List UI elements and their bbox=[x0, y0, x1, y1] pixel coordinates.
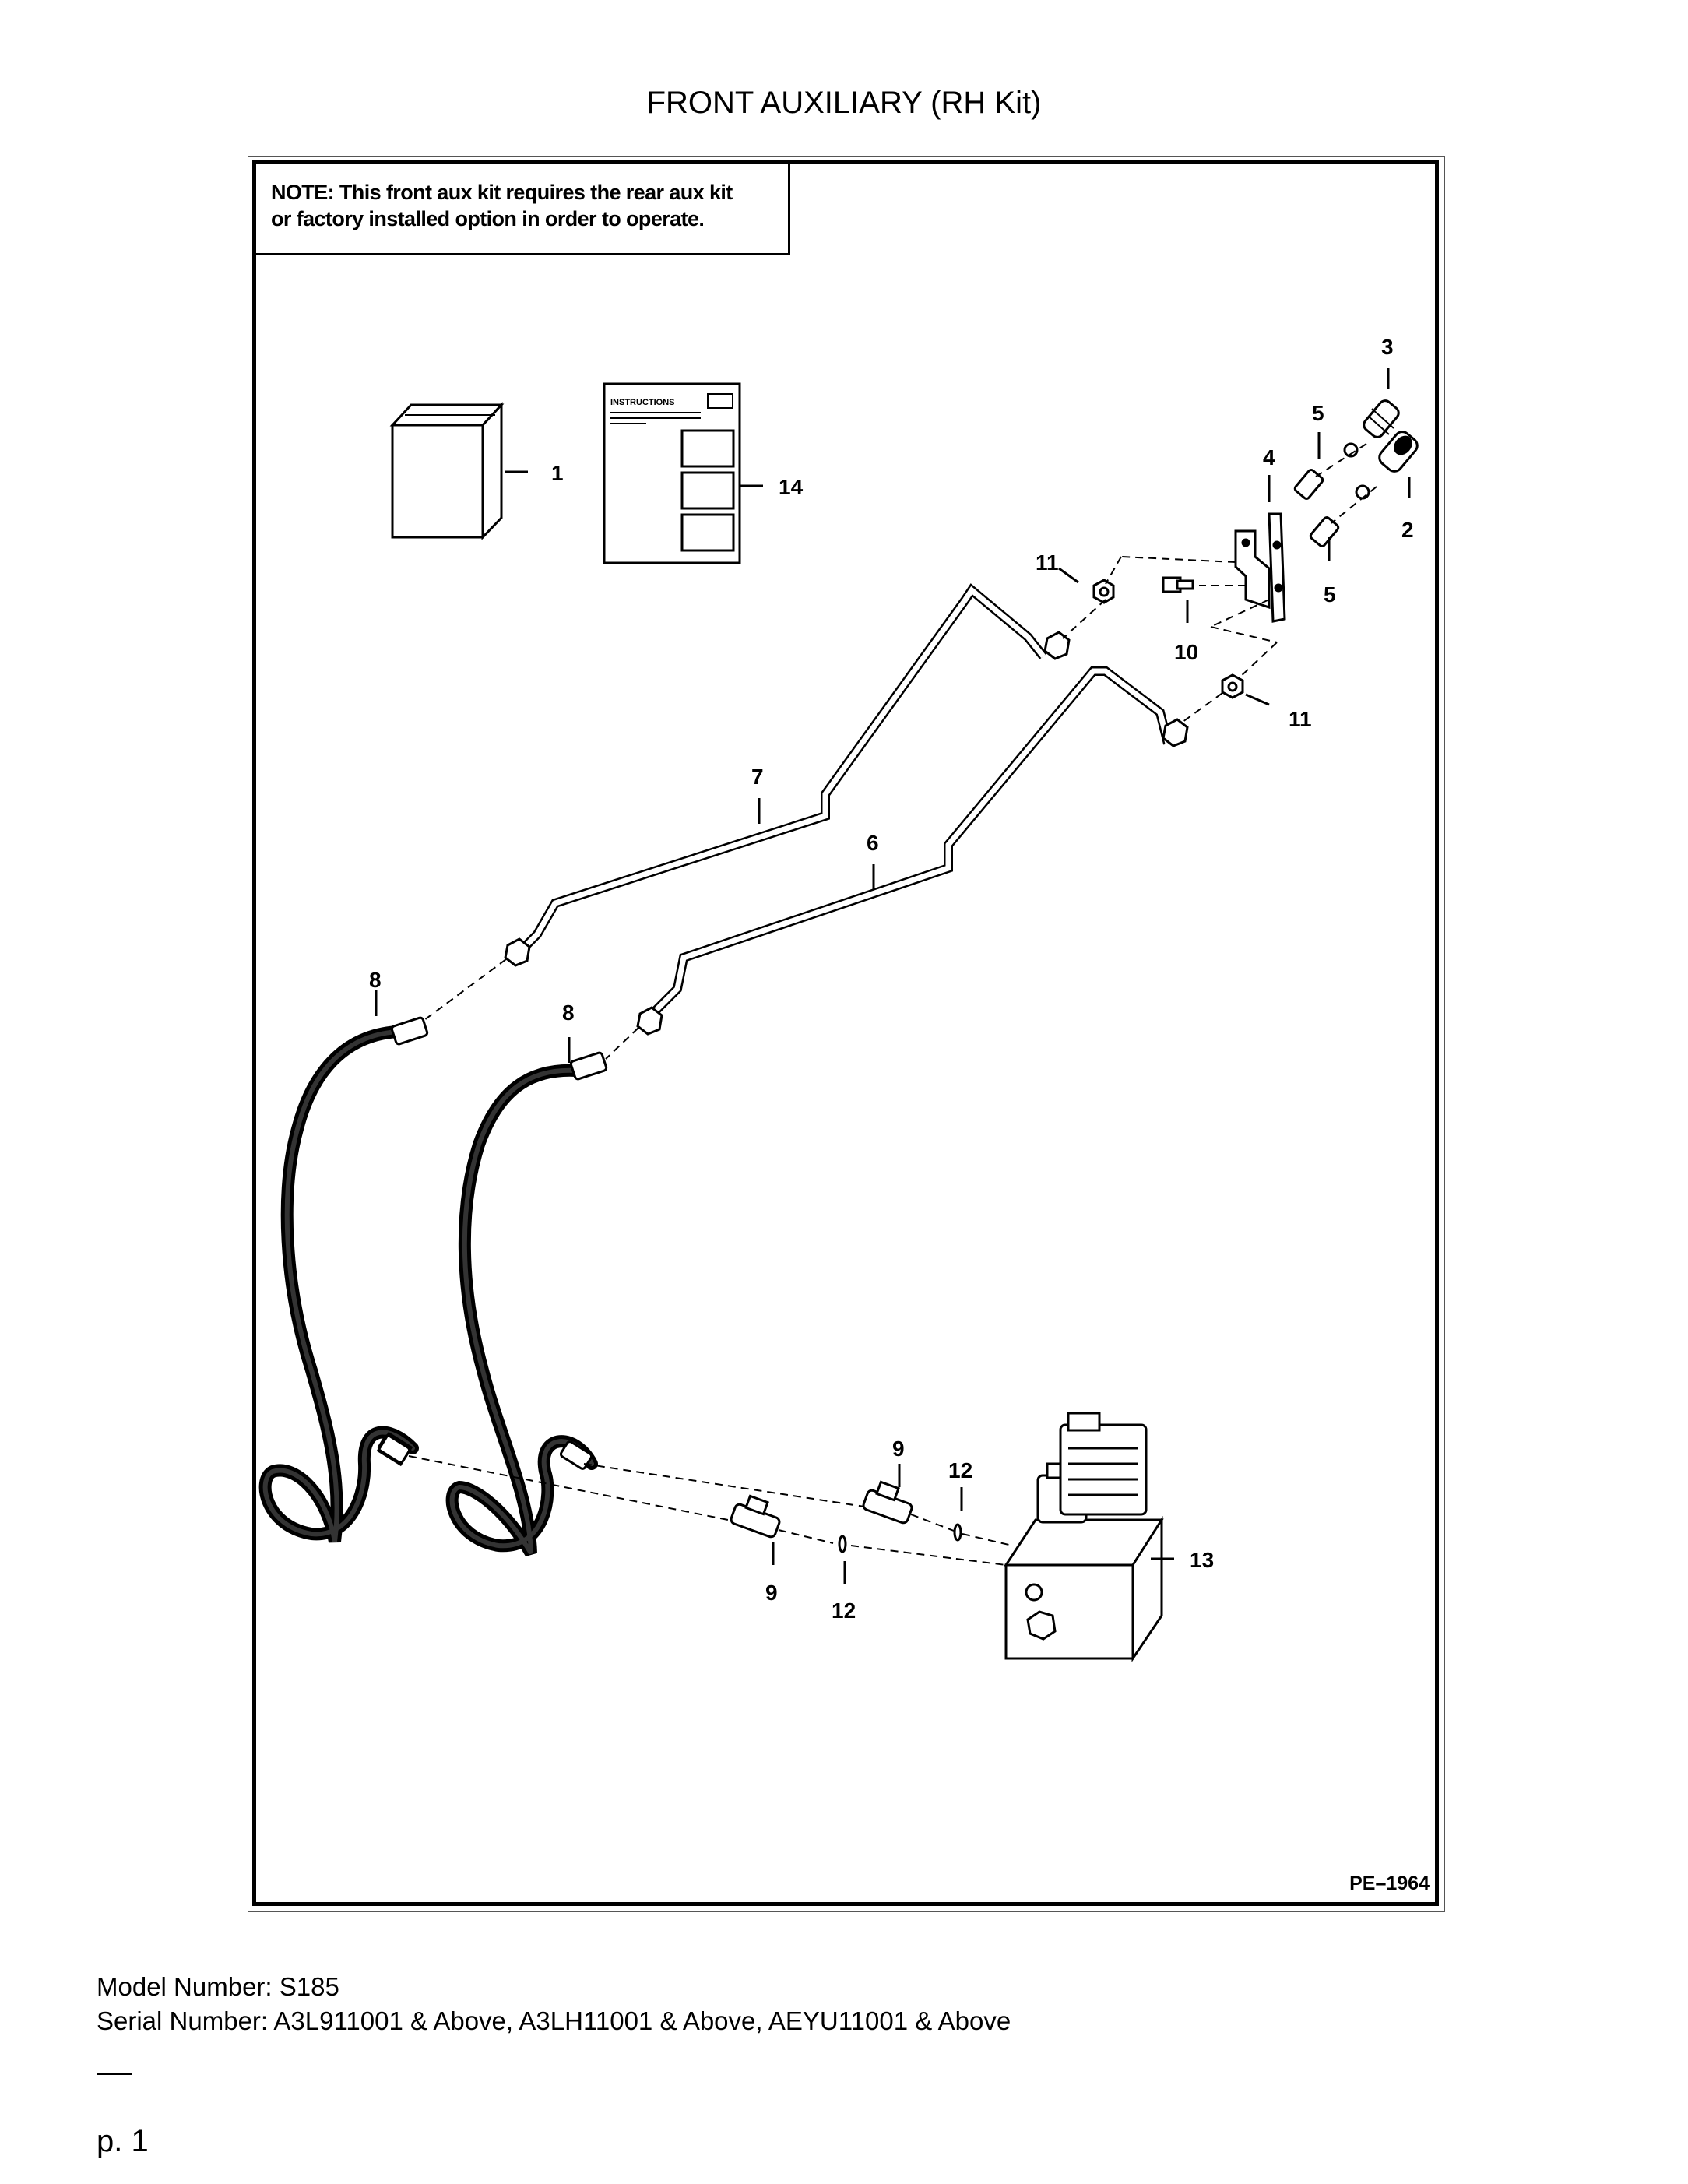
assembly-dash-lines bbox=[408, 443, 1377, 1566]
fitting-9-upper bbox=[862, 1480, 913, 1525]
hydraulic-hose-8-left bbox=[258, 1025, 419, 1543]
callout-1: 1 bbox=[551, 461, 564, 485]
callout-10: 10 bbox=[1174, 640, 1198, 664]
serial-number: Serial Number: A3L911001 & Above, A3LH11… bbox=[97, 2006, 1011, 2035]
callout-5-lower: 5 bbox=[1324, 582, 1336, 607]
solenoid-valve-13 bbox=[1004, 1412, 1164, 1662]
note-line-1: This front aux kit requires the rear aux… bbox=[339, 181, 733, 204]
nut-11-upper bbox=[1092, 579, 1115, 604]
instruction-sheet-heading: INSTRUCTIONS bbox=[610, 398, 675, 407]
callout-6: 6 bbox=[867, 831, 879, 855]
kit-box-illustration bbox=[389, 402, 505, 540]
callout-12-lower: 12 bbox=[832, 1598, 856, 1623]
callout-8-left: 8 bbox=[369, 968, 382, 992]
callout-11-lower: 11 bbox=[1289, 707, 1312, 731]
hydraulic-hose-8-right bbox=[445, 1064, 598, 1557]
callout-7: 7 bbox=[751, 765, 764, 789]
callout-12-upper: 12 bbox=[948, 1458, 972, 1482]
hydraulic-tube-7 bbox=[512, 583, 1047, 960]
drawing-frame-outer bbox=[248, 156, 1445, 1912]
page-title: FRONT AUXILIARY (RH Kit) bbox=[646, 86, 1042, 120]
drawing-frame bbox=[252, 160, 1439, 1906]
callout-11-upper: 11 bbox=[1036, 550, 1059, 575]
hose-end-fittings bbox=[376, 1016, 608, 1470]
note-lead: NOTE: bbox=[271, 181, 335, 204]
fitting-9-lower bbox=[730, 1494, 781, 1539]
tube-end-nuts bbox=[504, 631, 1189, 1036]
o-rings-12 bbox=[838, 1523, 962, 1553]
drawing-code: PE–1964 bbox=[1349, 1873, 1430, 1894]
callout-9-lower: 9 bbox=[765, 1581, 778, 1605]
note-line-2: or factory installed option in order to … bbox=[271, 207, 705, 230]
callout-5-upper: 5 bbox=[1312, 401, 1324, 425]
quick-coupler-3 bbox=[1363, 399, 1400, 438]
adapter-fittings-5 bbox=[1293, 442, 1370, 547]
instruction-sheet-illustration: INSTRUCTIONS bbox=[603, 382, 741, 564]
nut-11-lower bbox=[1221, 673, 1244, 699]
callout-2: 2 bbox=[1401, 518, 1414, 542]
footer-info: Model Number: S185 Serial Number: A3L911… bbox=[97, 1970, 1011, 2038]
hydraulic-tube-6 bbox=[652, 666, 1173, 1015]
callout-3: 3 bbox=[1381, 335, 1394, 359]
bolt-10 bbox=[1162, 576, 1194, 593]
note-box: NOTE: This front aux kit requires the re… bbox=[254, 162, 790, 255]
quick-coupler-2 bbox=[1378, 431, 1419, 473]
model-number: Model Number: S185 bbox=[97, 1972, 339, 2001]
page-rule bbox=[97, 2073, 132, 2075]
callout-9-upper: 9 bbox=[892, 1437, 905, 1461]
callout-8-right: 8 bbox=[562, 1001, 575, 1025]
callout-13: 13 bbox=[1190, 1548, 1214, 1572]
callout-4: 4 bbox=[1263, 445, 1275, 470]
callout-leaders bbox=[375, 368, 1411, 1584]
page-number: p. 1 bbox=[97, 2124, 149, 2158]
callout-14: 14 bbox=[779, 475, 804, 499]
mounting-bracket-4 bbox=[1234, 512, 1286, 623]
